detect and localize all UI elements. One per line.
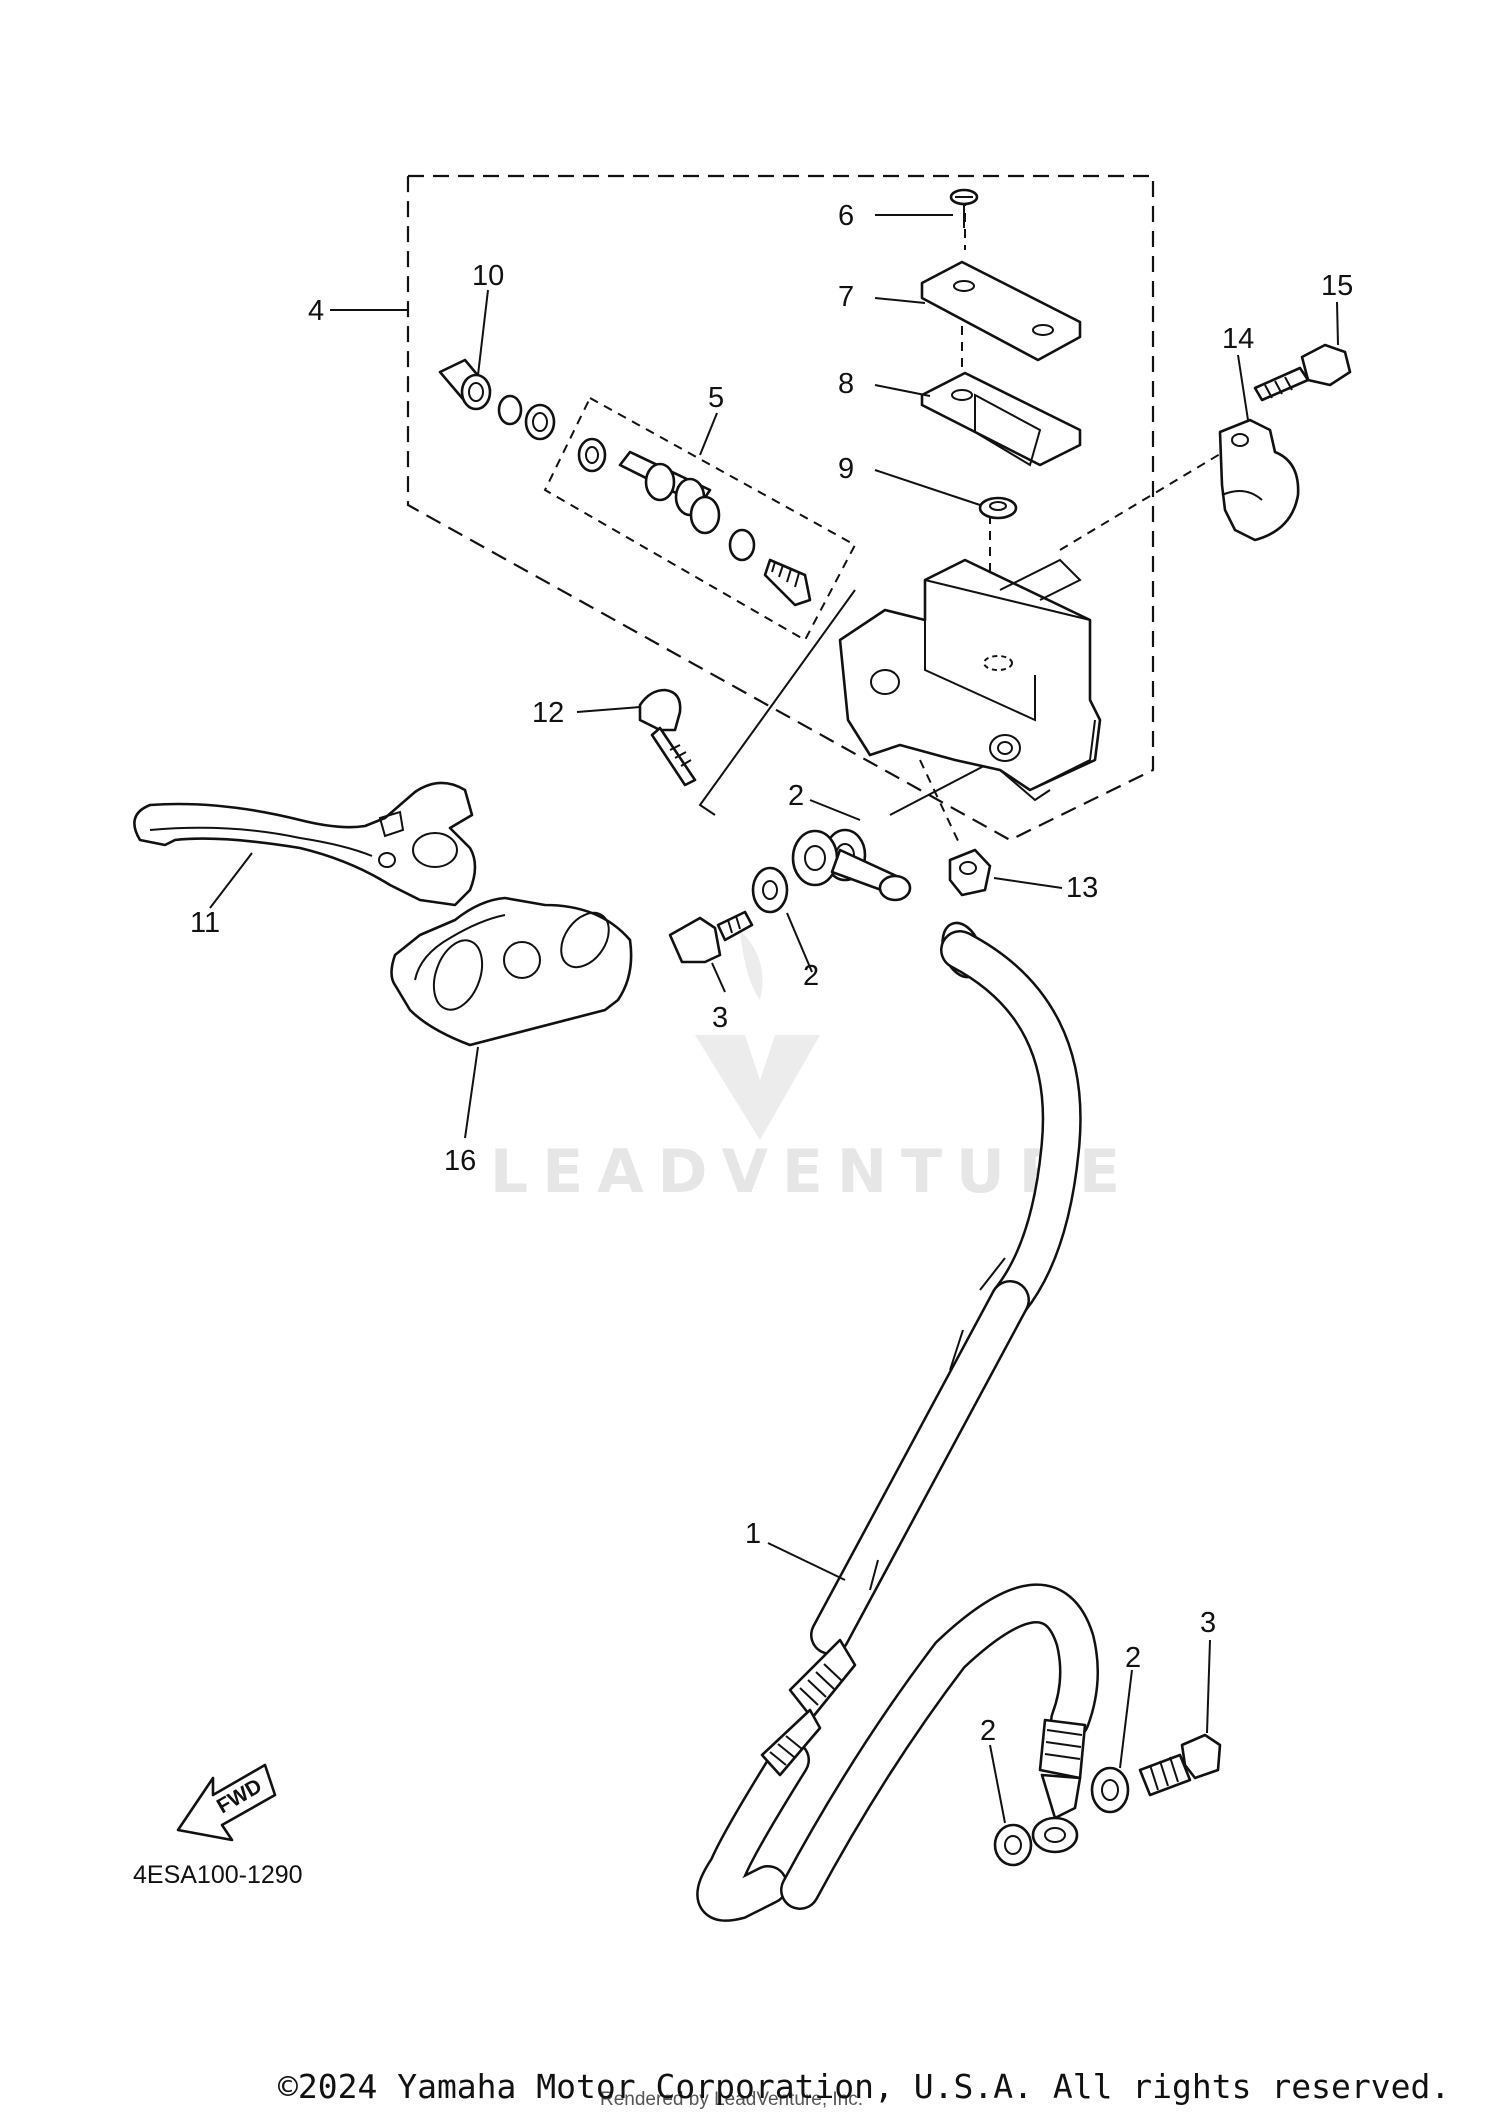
watermark-text: LEADVENTURE xyxy=(490,1137,1134,1207)
part-boot-13 xyxy=(948,848,992,897)
watermark: LEADVENTURE xyxy=(490,930,1134,1207)
piston-kit-outline xyxy=(543,396,857,642)
callouts: 4 10 5 6 7 8 9 12 13 14 15 11 16 2 2 3 1… xyxy=(190,200,1353,1747)
callout-6: 6 xyxy=(838,200,854,232)
callout-14: 14 xyxy=(1222,323,1254,355)
part-piston-kit-5 xyxy=(577,437,812,607)
part-holder-14 xyxy=(1218,418,1300,542)
callout-10: 10 xyxy=(472,260,504,292)
part-master-cylinder-body xyxy=(838,558,1102,802)
callout-4: 4 xyxy=(308,295,324,327)
callout-11: 11 xyxy=(190,907,220,939)
part-lower-banjo-assembly xyxy=(993,1733,1222,1867)
callout-7: 7 xyxy=(838,281,854,313)
watermark-logo-icon xyxy=(695,930,820,1140)
part-bushing-9 xyxy=(978,496,1018,520)
callout-3-upper: 3 xyxy=(712,1002,728,1034)
part-lever-11 xyxy=(133,781,477,907)
part-pivot-bolt-12 xyxy=(638,688,697,787)
diagram-code: 4ESA100-1290 xyxy=(133,1861,303,1889)
callout-8: 8 xyxy=(838,368,854,400)
part-boot-16 xyxy=(390,896,633,1047)
callout-2-lower-right: 2 xyxy=(1125,1642,1141,1674)
callout-13: 13 xyxy=(1066,872,1098,904)
callout-1: 1 xyxy=(745,1518,761,1550)
part-bolt-15 xyxy=(1253,343,1352,402)
leader-lines xyxy=(209,214,1339,1824)
part-brake-hose-1 xyxy=(696,930,1099,1922)
callout-2-upper-right: 2 xyxy=(788,780,804,812)
part-circlip-seal xyxy=(497,394,556,441)
fwd-arrow-icon: FWD xyxy=(176,1763,277,1842)
part-cup-10 xyxy=(438,358,492,411)
callout-3-lower: 3 xyxy=(1200,1607,1216,1639)
callout-2-lower-left: 2 xyxy=(980,1715,996,1747)
callout-15: 15 xyxy=(1321,270,1353,302)
part-diaphragm-8 xyxy=(920,371,1082,467)
callout-2-upper-left: 2 xyxy=(803,960,819,992)
callout-5: 5 xyxy=(708,382,724,414)
callout-12: 12 xyxy=(532,697,564,729)
callout-9: 9 xyxy=(838,453,854,485)
rendered-by-note: Rendered by LeadVenture, Inc. xyxy=(600,2089,863,2110)
copyright-notice: ©2024 Yamaha Motor Corporation, U.S.A. A… xyxy=(278,2067,1450,2106)
part-screw-6 xyxy=(949,188,979,228)
part-cap-7 xyxy=(920,260,1082,362)
callout-16: 16 xyxy=(444,1145,476,1177)
part-upper-banjo-assembly xyxy=(668,828,983,979)
